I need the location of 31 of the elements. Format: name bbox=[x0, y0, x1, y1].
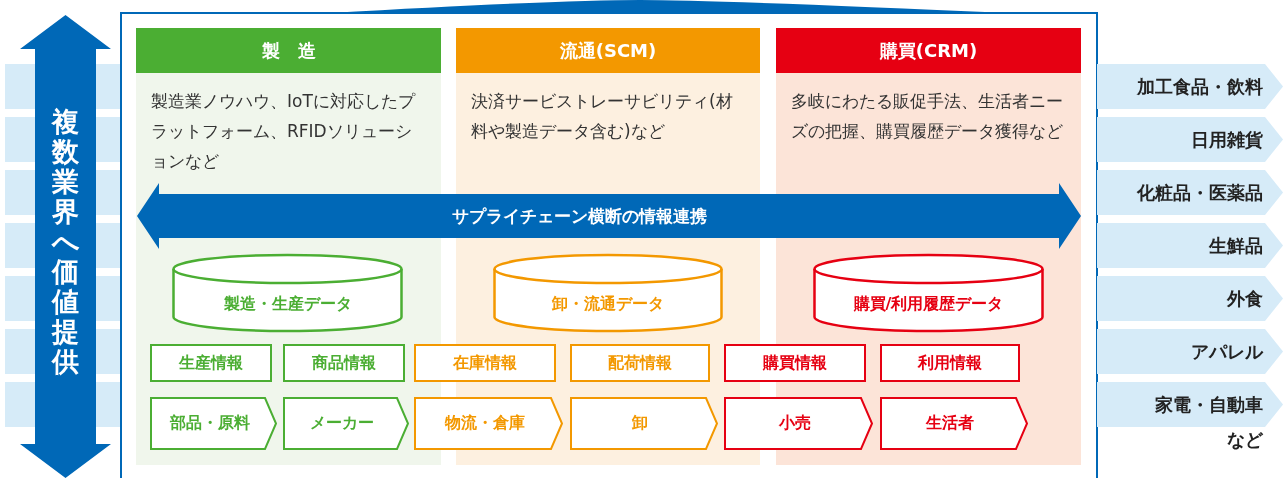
industry-tab: 外食 bbox=[1097, 276, 1283, 321]
process-step: 物流・倉庫 bbox=[414, 397, 563, 450]
description-text: 製造業ノウハウ、IoTに対応したプラットフォーム、RFIDソリューションなど bbox=[151, 90, 417, 173]
info-tag: 購買情報 bbox=[724, 344, 866, 382]
info-tag: 商品情報 bbox=[283, 344, 405, 382]
description-text: 決済サービストレーサビリティ(材料や製造データ含む)など bbox=[471, 90, 734, 143]
database-cylinder: 購買/利用履歴データ bbox=[813, 255, 1044, 331]
info-tag: 生産情報 bbox=[150, 344, 272, 382]
column-header: 購買(CRM) bbox=[776, 28, 1081, 73]
double-arrow: 複数業界へ価値提供 bbox=[20, 15, 111, 478]
double-arrow: サプライチェーン横断の情報連携 bbox=[137, 183, 1081, 249]
info-tag: 在庫情報 bbox=[414, 344, 556, 382]
info-tag: 配荷情報 bbox=[570, 344, 710, 382]
info-tag: 利用情報 bbox=[880, 344, 1020, 382]
process-step: 小売 bbox=[724, 397, 873, 450]
process-step: メーカー bbox=[283, 397, 409, 450]
industry-tab: 加工食品・飲料 bbox=[1097, 64, 1283, 109]
industry-tab: 日用雑貨 bbox=[1097, 117, 1283, 162]
industry-tab: アパレル bbox=[1097, 329, 1283, 374]
database-cylinder: 卸・流通データ bbox=[493, 255, 723, 331]
industry-tab: 生鮮品 bbox=[1097, 223, 1283, 268]
column-header: 製 造 bbox=[136, 28, 441, 73]
industry-tab: 家電・自動車 bbox=[1097, 382, 1283, 427]
process-step: 生活者 bbox=[880, 397, 1028, 450]
description-text: 多岐にわたる販促手法、生活者ニーズの把握、購買履歴データ獲得など bbox=[791, 90, 1064, 143]
process-step: 部品・原料 bbox=[150, 397, 277, 450]
process-step: 卸 bbox=[570, 397, 718, 450]
database-cylinder: 製造・生産データ bbox=[172, 255, 403, 331]
note-text: など bbox=[1227, 428, 1263, 452]
column-header: 流通(SCM) bbox=[456, 28, 760, 73]
industry-tab: 化粧品・医薬品 bbox=[1097, 170, 1283, 215]
